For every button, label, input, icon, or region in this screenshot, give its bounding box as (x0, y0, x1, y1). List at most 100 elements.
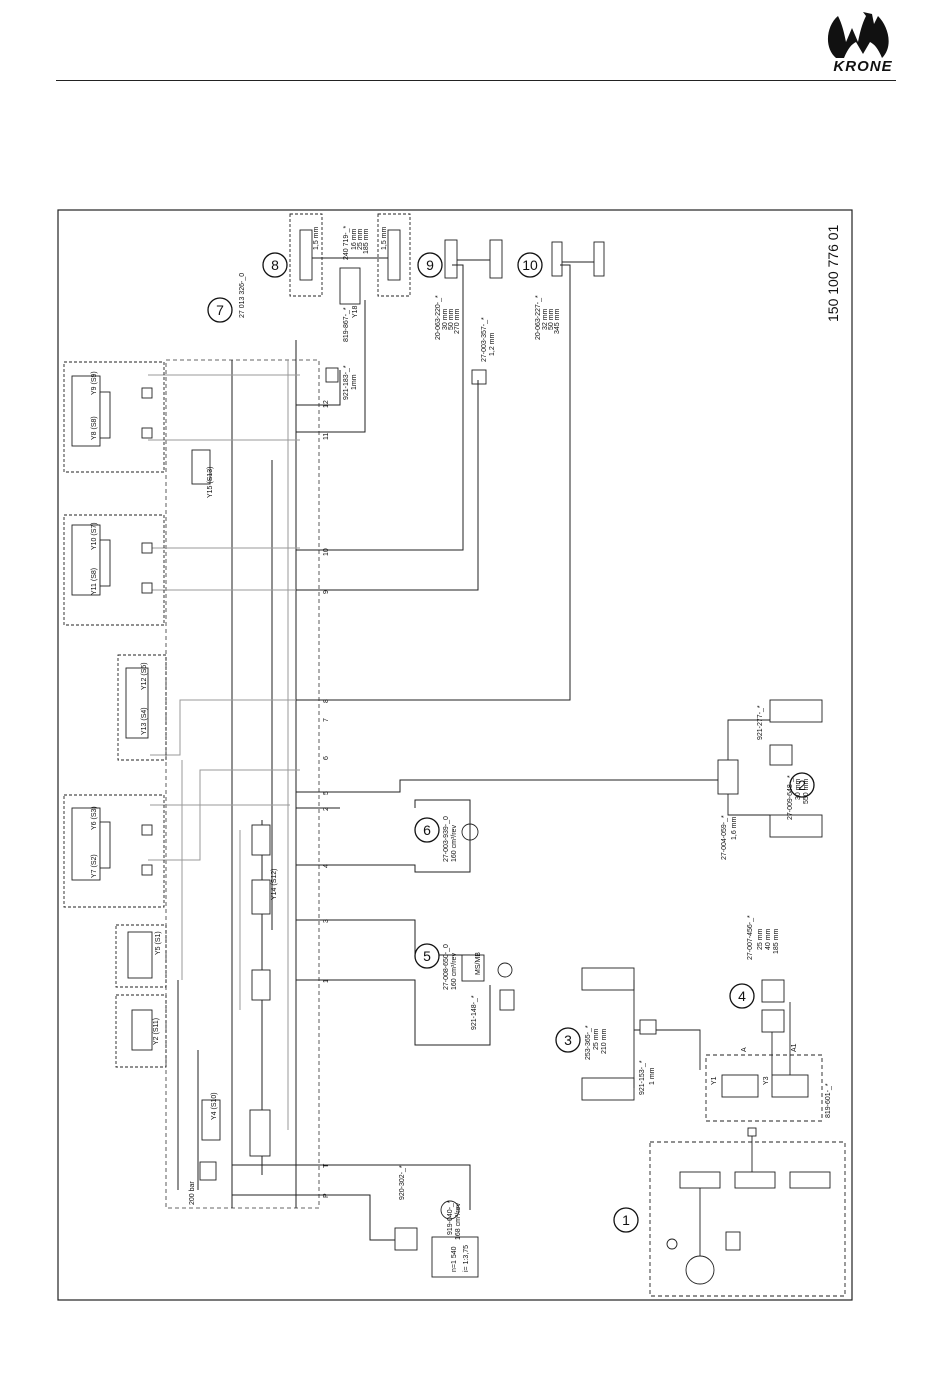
label-block7-part: 27 013 326-_0 (239, 273, 246, 318)
port-P: P (323, 1193, 330, 1198)
label-c3-orifice-size: 1 mm (649, 1067, 656, 1085)
label-c5-part2: 921-148-_* (471, 995, 478, 1030)
label-c9-dim2: 50 mm (448, 308, 455, 330)
label-c9-dim1: 30 mm (442, 308, 449, 330)
callout-5 (414, 943, 440, 969)
label-y9: Y9 (S9) (91, 371, 98, 395)
supply-unit (394, 1200, 479, 1278)
port-11: 11 (323, 433, 330, 440)
label-c8-dim2: 25 mm (357, 228, 364, 250)
label-c4-a: A (741, 1047, 748, 1052)
label-c10-part: 20-063-227-_* (535, 295, 542, 340)
callout-9 (417, 252, 443, 278)
label-c4-dim1: 25 mm (757, 928, 764, 950)
port-7: 7 (323, 718, 330, 722)
label-c8-part1: 240 719-_* (343, 225, 350, 260)
label-c8-orifice-b: 1,5 mm (381, 226, 388, 250)
label-c2-orifice-size: 1,6 mm (731, 816, 738, 840)
label-c5-tag: MS/MB (475, 952, 482, 975)
label-pump-box2: i= 1:3,75 (463, 1245, 470, 1272)
control-block-boundary (165, 359, 320, 1209)
label-c8-valve-tag: Y18 (352, 305, 359, 318)
callout-7 (207, 297, 233, 323)
label-c3-dim1: 25 mm (593, 1028, 600, 1050)
callout-9-label: 9 (426, 257, 434, 273)
label-y6: Y6 (S3) (91, 806, 98, 830)
label-y10: Y10 (S7) (91, 522, 98, 550)
port-1: 1 (323, 979, 330, 983)
label-y7: Y7 (S2) (91, 854, 98, 878)
label-pump-box1: n=1 540 (451, 1246, 458, 1272)
callout-2 (789, 772, 815, 798)
label-c4-part: 27-007-456-_* (747, 915, 754, 960)
cylinder-group-9 (444, 239, 503, 385)
label-c10-dim3: 345 mm (554, 309, 561, 334)
label-y4: Y4 (S10) (211, 1092, 218, 1120)
port-2: 2 (323, 807, 330, 811)
port-9: 9 (323, 590, 330, 594)
main-lines (177, 340, 297, 1208)
pump-unit-1 (649, 1127, 846, 1297)
cylinder-group-3-4 (581, 967, 823, 1122)
motor-groups (461, 823, 515, 1011)
label-y5: Y5 (S1) (155, 931, 162, 955)
label-c10-dim1: 32 mm (542, 308, 549, 330)
callout-4 (729, 983, 755, 1009)
label-c4-valve-part: 819-601-_* (825, 1083, 832, 1118)
callout-2-label: 2 (798, 777, 806, 793)
label-c3-part: 253-365-_* (585, 1025, 592, 1060)
drawing-number: 150 100 776 01 (825, 224, 841, 322)
valve-stacks (63, 361, 271, 1181)
krone-logo (827, 12, 889, 58)
label-pump-flow: 168 cm³/rev (455, 1203, 462, 1240)
label-c2-part1: 921-277-_* (757, 705, 764, 740)
label-y15: Y15 (S13) (207, 466, 214, 498)
callout-8 (262, 252, 288, 278)
callout-10-label: 10 (522, 257, 538, 273)
callout-6-label: 6 (423, 822, 431, 838)
port-8: 8 (323, 699, 330, 703)
label-c4-y1: Y1 (711, 1076, 718, 1085)
label-c8-orifice-a: 1,5 mm (313, 226, 320, 250)
label-c2-dim2: 550 mm (803, 779, 810, 804)
callout-6 (414, 817, 440, 843)
port-3: 3 (323, 919, 330, 923)
cylinder-group-8 (289, 213, 411, 383)
grey-pilot-lines (148, 360, 300, 1130)
label-c10-dim2: 50 mm (548, 308, 555, 330)
label-c5-flow: 160 cm³/rev (451, 953, 458, 990)
callouts (207, 252, 815, 1233)
label-c3-orifice-part: 921-153-_* (639, 1060, 646, 1095)
port-lines (232, 264, 720, 1241)
label-c4-dim2: 40 mm (765, 928, 772, 950)
label-c9-orifice-part: 27-003-357-_* (481, 317, 488, 362)
callout-3-label: 3 (564, 1032, 572, 1048)
label-c8-orifice-size: 1mm (351, 374, 358, 390)
callout-10 (517, 252, 543, 278)
label-c8-dim3: 185 mm (363, 229, 370, 254)
label-c8-orifice-part: 921-183-_* (343, 365, 350, 400)
label-c9-part: 20-063-220-_* (435, 295, 442, 340)
label-c2-part2: 27-009-648-_* (787, 775, 794, 820)
cylinder-group-2 (717, 699, 823, 838)
header-rule (56, 80, 896, 81)
label-c3-dim2: 210 mm (601, 1029, 608, 1054)
callout-4-label: 4 (738, 988, 746, 1004)
label-pump-part: 919-040-_* (447, 1200, 454, 1235)
label-c8-dim1: 16 mm (351, 228, 358, 250)
label-y14: Y14 (S12) (271, 868, 278, 900)
callout-8-label: 8 (271, 257, 279, 273)
label-c5-part: 27-008-650-_0 (443, 944, 450, 990)
label-y13: Y13 (S4) (141, 707, 148, 735)
port-6: 6 (323, 756, 330, 760)
label-c6-part: 27-003-939-_0 (443, 816, 450, 862)
label-c9-orifice-size: 1,2 mm (489, 332, 496, 356)
callout-1 (613, 1207, 639, 1233)
port-4: 4 (323, 864, 330, 868)
label-c2-dim1: 30 mm (795, 778, 802, 800)
label-filter-part: 920-302-_* (399, 1165, 406, 1200)
label-c4-y3: Y3 (763, 1076, 770, 1085)
callout-7-label: 7 (216, 302, 224, 318)
label-c2-orifice-part: 27-004-059-_* (721, 815, 728, 860)
